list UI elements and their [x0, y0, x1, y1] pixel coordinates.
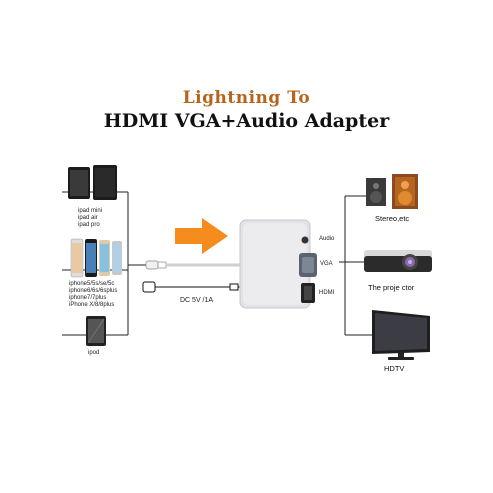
speakers-image [366, 174, 418, 209]
ipad-model: ipad mini [78, 208, 103, 214]
audio-port-label: Audio [319, 236, 335, 242]
ipod-image [86, 316, 106, 346]
ipad-model: ipad pro [78, 222, 100, 228]
adapter-image [239, 219, 317, 309]
projector-label: The proje ctor [368, 283, 415, 292]
iphone-image [70, 238, 122, 278]
hdmi-port-label: HDMI [319, 290, 335, 296]
iphone-model: iphone7/7plus [69, 295, 107, 301]
monitor-image [372, 310, 430, 360]
title-line-2: HDMI VGA+Audio Adapter [103, 110, 390, 132]
iphone-model: iPhone X/8/8plus [69, 302, 115, 308]
ipad-label: ipad mini ipad air ipad pro [78, 208, 102, 229]
iphone-label: iphone5/5s/se/5c iphone6/6s/6splus iphon… [69, 281, 117, 309]
speakers-label: Stereo,etc [375, 214, 410, 223]
vga-port-label: VGA [320, 261, 333, 267]
title-line-1: Lightning To [182, 88, 311, 108]
projector-image [364, 250, 432, 272]
ipad-image [68, 165, 117, 200]
monitor-label: HDTV [384, 364, 405, 373]
power-cable [142, 281, 244, 293]
iphone-model: iphone5/5s/se/5c [69, 281, 115, 287]
ipod-label: ipod [88, 350, 100, 356]
arrow-icon [175, 218, 228, 254]
lightning-cable [145, 260, 240, 270]
power-label: DC 5V /1A [180, 297, 214, 304]
iphone-model: iphone6/6s/6splus [69, 288, 118, 294]
ipad-model: ipad air [78, 215, 98, 221]
audio-port-icon [301, 236, 309, 244]
